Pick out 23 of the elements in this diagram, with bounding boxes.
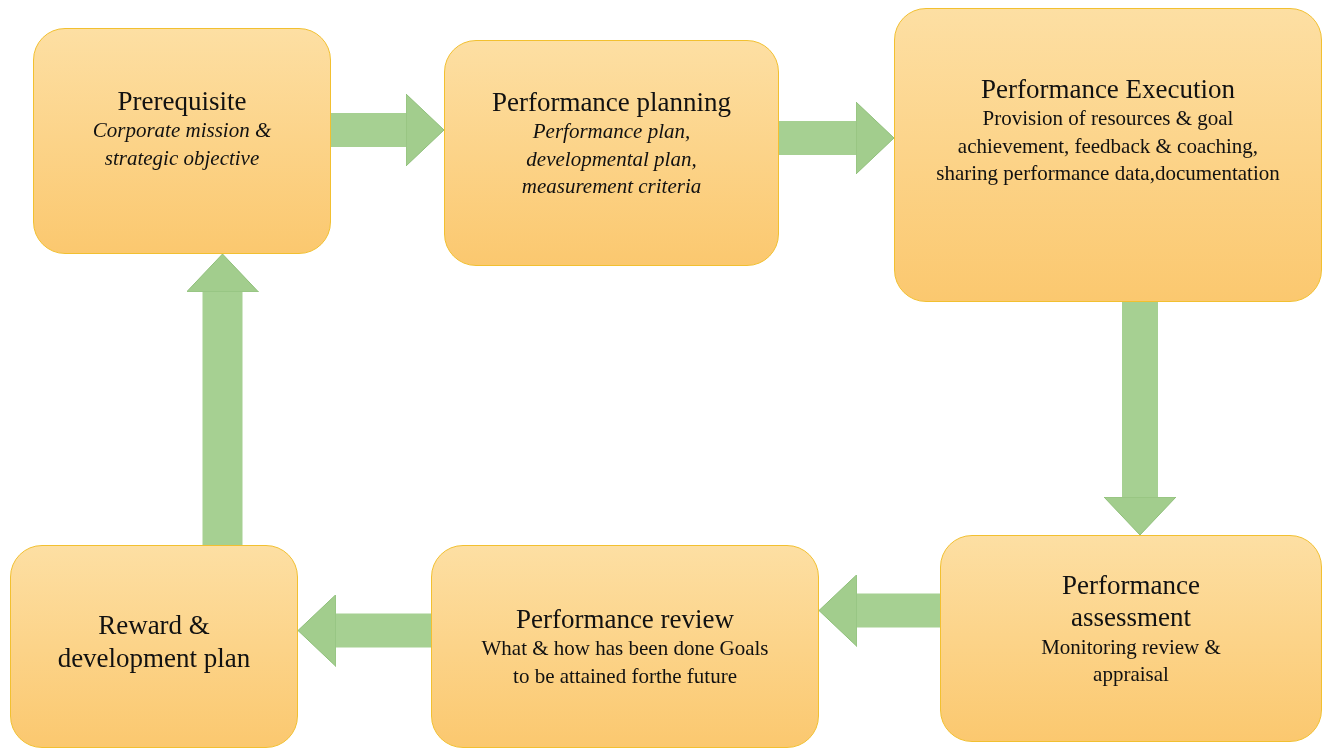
process-box <box>894 8 1322 302</box>
block-arrow <box>779 101 895 175</box>
process-box <box>444 40 779 266</box>
box-title: Reward & development plan <box>56 609 252 674</box>
block-arrow <box>1103 302 1177 536</box>
box-description: Provision of resources & goal achievement, feedback & coaching, sharing performance data,documentation <box>935 105 1281 187</box>
box-description: What & how has been done Goals to be attained forthe future <box>480 635 770 690</box>
box-description: Performance plan, developmental plan, measurement criteria <box>520 118 703 200</box>
block-arrow <box>297 594 431 667</box>
process-box <box>10 545 298 748</box>
box-title: Performance Execution <box>980 72 1236 106</box>
box-title: Performance review <box>515 603 735 636</box>
box-title: Prerequisite <box>117 85 247 118</box>
box-title: Performance planning <box>491 85 732 119</box>
block-arrow <box>331 93 445 167</box>
block-arrow <box>186 253 259 545</box>
process-box <box>431 545 819 748</box>
process-box <box>33 28 331 254</box>
box-description: Corporate mission & strategic objective <box>91 117 273 172</box>
block-arrow <box>818 574 940 647</box>
box-description: Monitoring review & appraisal <box>1040 633 1222 688</box>
process-box <box>940 535 1322 742</box>
box-title: Performance assessment <box>1061 568 1201 634</box>
